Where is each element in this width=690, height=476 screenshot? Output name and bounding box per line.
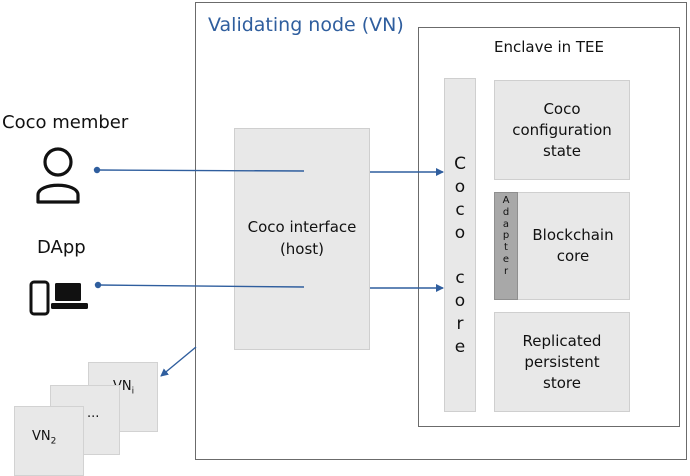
adapter-char: r [503, 265, 509, 277]
adapter-bar [494, 192, 518, 300]
coco-interface-box: Coco interface (host) [234, 128, 370, 350]
store-line: persistent [524, 352, 600, 371]
coco-core-char: o [454, 223, 466, 243]
adapter-char: A [502, 195, 510, 206]
vn-card-mid-label: ... [87, 406, 100, 421]
vn-subscript: i [131, 386, 135, 397]
coco-member-label: Coco member [2, 112, 129, 133]
config-state-box: Coco configuration state [494, 80, 630, 180]
adapter-char: d [502, 206, 510, 218]
dapp-to-core-arrow [94, 281, 444, 292]
store-line: Replicated [522, 331, 602, 350]
coco-core-label: C o c o c o r e [444, 156, 476, 362]
config-line: Coco [543, 99, 581, 118]
replicated-store-box: Replicated persistent store [494, 312, 630, 412]
vn-label: VN [32, 429, 51, 444]
adapter-char: p [502, 230, 510, 242]
coco-core-char: e [454, 337, 466, 357]
validating-node-title: Validating node (VN) [208, 14, 404, 36]
dapp-label: DApp [37, 237, 86, 258]
enclave-title: Enclave in TEE [493, 38, 605, 56]
coco-core-char: o [454, 291, 466, 311]
adapter-char: a [502, 218, 510, 230]
chain-line: Blockchain [532, 226, 614, 244]
interface-line: Coco interface [247, 218, 357, 237]
coco-core-char: o [454, 177, 466, 197]
config-line: state [543, 141, 581, 160]
adapter-char: t [504, 242, 508, 254]
store-line: store [543, 373, 581, 392]
adapter-label: A d a p t e r [494, 196, 518, 279]
adapter-char: e [502, 253, 510, 265]
config-line: configuration [512, 120, 612, 139]
coco-core-char: c [455, 200, 465, 220]
member-to-core-arrow [93, 166, 444, 176]
vn-subscript: 2 [50, 436, 57, 447]
coco-core-char: c [455, 268, 465, 288]
chain-line: core [556, 247, 590, 265]
devices-icon [29, 280, 88, 316]
vn-card-2-label: VN2 [32, 429, 56, 447]
interface-line: (host) [279, 240, 325, 258]
coco-core-bar [444, 78, 476, 412]
coco-core-char: C [454, 154, 466, 174]
coco-core-char: r [456, 314, 464, 334]
person-icon [36, 147, 80, 204]
vn-to-peers-arrow [160, 346, 197, 377]
diagram-overlay [29, 147, 444, 377]
